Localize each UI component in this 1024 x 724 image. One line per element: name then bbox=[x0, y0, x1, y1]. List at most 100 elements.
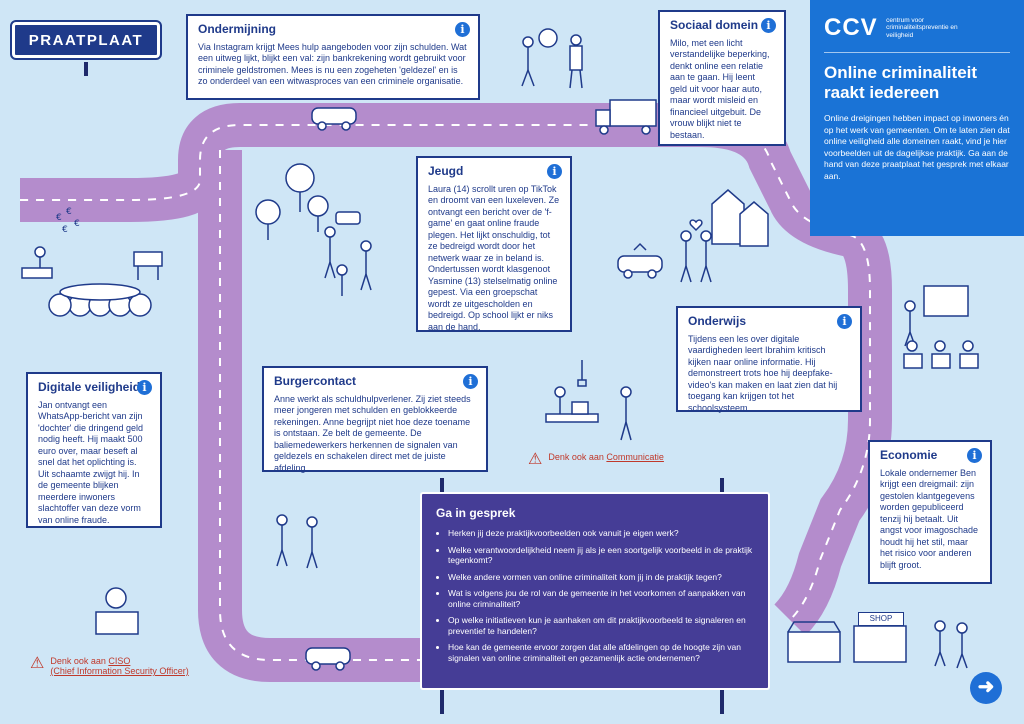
desk-icon bbox=[545, 413, 599, 423]
warning-communicatie: ⚠ Denk ook aan Communicatie bbox=[528, 452, 664, 468]
svg-text:€: € bbox=[66, 207, 72, 217]
link-ciso[interactable]: CISO bbox=[108, 656, 131, 666]
card-onderwijs: Onderwijs i Tijdens een les over digital… bbox=[676, 306, 862, 413]
card-text: Milo, met een licht verstandelijke beper… bbox=[670, 37, 770, 140]
card-text: Via Instagram krijgt Mees hulp aangebode… bbox=[198, 41, 467, 87]
svg-text:€: € bbox=[62, 225, 68, 235]
board-post-right bbox=[720, 478, 724, 494]
tree-icon bbox=[255, 199, 281, 240]
question-item: Herken jij deze praktijkvoorbeelden ook … bbox=[448, 528, 754, 539]
card-jeugd: Jeugd i Laura (14) scrollt uren op TikTo… bbox=[416, 156, 572, 332]
shop-icon bbox=[853, 625, 907, 663]
whiteboard-icon bbox=[923, 285, 969, 317]
board-post-left bbox=[440, 478, 444, 494]
warning-triangle-icon: ⚠ bbox=[30, 655, 45, 672]
info-icon[interactable]: i bbox=[455, 22, 470, 37]
card-title: Digitale veiligheid bbox=[38, 380, 141, 394]
shop-sign: SHOP bbox=[858, 612, 904, 626]
info-icon[interactable]: i bbox=[837, 314, 852, 329]
heart-icon bbox=[689, 219, 703, 232]
sign-post bbox=[84, 62, 88, 76]
person-figure bbox=[700, 230, 712, 283]
person-figure bbox=[336, 264, 348, 296]
card-title: Economie bbox=[880, 448, 938, 462]
board-post-left-bottom bbox=[440, 690, 444, 714]
euro-icon bbox=[538, 28, 558, 48]
page-title: Online criminaliteit raakt iedereen bbox=[824, 63, 978, 102]
person-figure bbox=[324, 226, 336, 279]
bench-icon bbox=[133, 251, 163, 280]
question-item: Hoe kan de gemeente ervoor zorgen dat al… bbox=[448, 642, 754, 663]
card-economie: Economie i Lokale ondernemer Ben krijgt … bbox=[868, 440, 992, 584]
fishing-hook-icon bbox=[577, 360, 587, 387]
card-title: Onderwijs bbox=[688, 314, 747, 328]
panel-divider bbox=[824, 52, 1010, 53]
house-icon bbox=[711, 189, 769, 247]
link-communicatie[interactable]: Communicatie bbox=[606, 452, 664, 462]
warning-triangle-icon: ⚠ bbox=[528, 451, 543, 468]
ccv-logo: CCV bbox=[824, 14, 878, 41]
arrow-right-icon[interactable]: ➜ bbox=[970, 672, 1002, 704]
car-icon bbox=[305, 647, 351, 671]
shop-icon bbox=[787, 621, 841, 663]
card-sociaal-domein: Sociaal domein i Milo, met een licht ver… bbox=[658, 10, 786, 146]
laptop-icon bbox=[571, 401, 589, 415]
person-figure bbox=[306, 516, 318, 569]
intro-text: Online dreigingen hebben impact op inwon… bbox=[824, 113, 1010, 181]
warning-ciso: ⚠ Denk ook aan CISO(Chief Information Se… bbox=[30, 655, 189, 677]
person-figure bbox=[360, 240, 372, 291]
info-icon[interactable]: i bbox=[761, 18, 776, 33]
pond-icon bbox=[59, 283, 141, 301]
svg-text:€: € bbox=[74, 219, 80, 229]
euro-symbols-icon: €€€€ bbox=[56, 207, 80, 235]
question-item: Welke andere vormen van online criminali… bbox=[448, 572, 754, 583]
card-text: Laura (14) scrollt uren op TikTok en dro… bbox=[428, 183, 560, 332]
teacher-figure bbox=[904, 300, 916, 347]
svg-text:€: € bbox=[56, 213, 62, 223]
tree-icon bbox=[307, 195, 329, 232]
link-ciso-full[interactable]: (Chief Information Security Officer) bbox=[50, 666, 189, 676]
question-item: Wat is volgens jou de rol van de gemeent… bbox=[448, 588, 754, 609]
chat-bubble-icon bbox=[335, 211, 361, 225]
person-figure bbox=[569, 34, 583, 89]
card-text: Tijdens een les over digitale vaardighed… bbox=[688, 333, 838, 413]
info-icon[interactable]: i bbox=[547, 164, 562, 179]
car-icon bbox=[311, 107, 357, 131]
person-figure bbox=[680, 230, 692, 283]
card-text: Lokale ondernemer Ben krijgt een dreigma… bbox=[880, 467, 979, 570]
info-icon[interactable]: i bbox=[967, 448, 982, 463]
card-text: Jan ontvangt een WhatsApp-bericht van zi… bbox=[38, 399, 144, 525]
card-title: Burgercontact bbox=[274, 374, 357, 388]
student-figure bbox=[959, 340, 979, 369]
question-item: Op welke initiatieven kun je aanhaken om… bbox=[448, 615, 754, 636]
hacker-figure bbox=[95, 587, 139, 635]
person-figure bbox=[620, 386, 632, 441]
question-list: Herken jij deze praktijkvoorbeelden ook … bbox=[436, 528, 754, 663]
info-icon[interactable]: i bbox=[137, 380, 152, 395]
person-figure bbox=[956, 622, 968, 669]
student-figure bbox=[903, 340, 923, 369]
intro-panel: CCV centrum voor criminaliteitspreventie… bbox=[810, 0, 1024, 236]
person-figure bbox=[276, 514, 288, 567]
gift-car-icon bbox=[617, 242, 663, 279]
praatplaat-sign: PRAATPLAAT bbox=[10, 20, 162, 60]
discussion-board: Ga in gesprek Herken jij deze praktijkvo… bbox=[420, 492, 770, 690]
warning-text: Denk ook aan CISO(Chief Information Secu… bbox=[50, 656, 189, 676]
card-title: Sociaal domein bbox=[670, 18, 759, 32]
card-digitale-veiligheid: Digitale veiligheid i Jan ontvangt een W… bbox=[26, 372, 162, 528]
tree-icon bbox=[285, 163, 315, 212]
card-title: Ondermijning bbox=[198, 22, 276, 36]
info-icon[interactable]: i bbox=[463, 374, 478, 389]
ccv-logo-subtitle: centrum voor criminaliteitspreventie en … bbox=[886, 16, 958, 39]
card-ondermijning: Ondermijning i Via Instagram krijgt Mees… bbox=[186, 14, 480, 100]
card-burgercontact: Burgercontact i Anne werkt als schuldhul… bbox=[262, 366, 488, 473]
warning-text: Denk ook aan Communicatie bbox=[548, 452, 664, 462]
question-item: Welke verantwoordelijkheid neem jij als … bbox=[448, 545, 754, 566]
board-post-right-bottom bbox=[720, 690, 724, 714]
person-figure bbox=[521, 36, 535, 87]
truck-icon bbox=[595, 99, 657, 135]
student-figure bbox=[931, 340, 951, 369]
person-figure bbox=[934, 620, 946, 667]
